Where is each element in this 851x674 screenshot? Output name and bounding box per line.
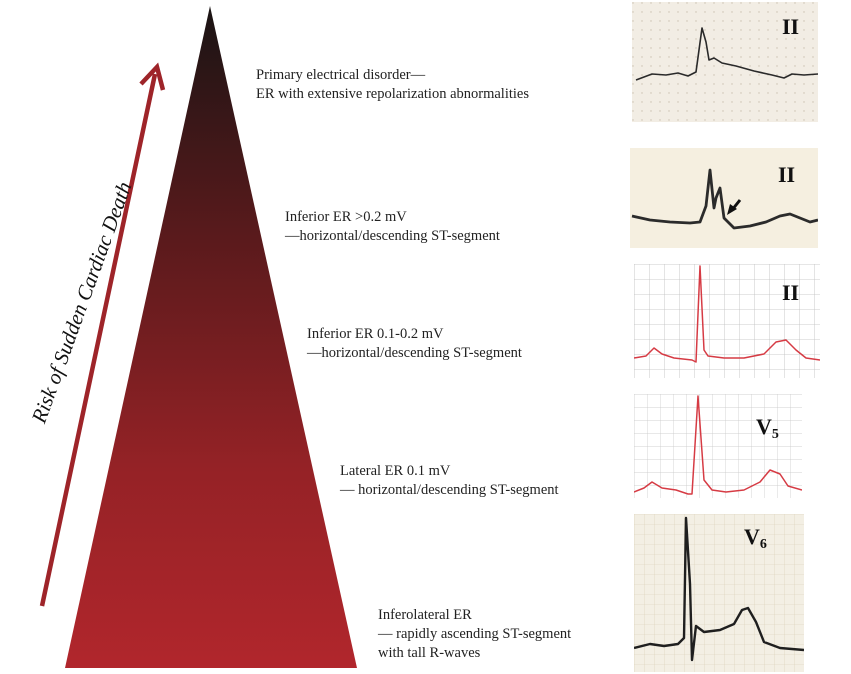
tier-label-4: Lateral ER 0.1 mV — horizontal/descendin… [340,462,559,500]
ecg-trace-5 [634,514,804,672]
ecg-trace-4 [634,394,802,498]
ecg-panel-2: II [630,148,818,248]
tier-label-2: Inferior ER >0.2 mV —horizontal/descendi… [285,208,500,246]
tier-3-title: Inferior ER 0.1-0.2 mV [307,326,444,342]
annotation-arrowhead [727,204,737,215]
ecg-trace-2 [631,168,818,230]
ecg-panel-4: V5 [634,394,802,498]
lead-label-3: II [782,280,800,305]
pyramid-shape [65,6,357,668]
lead-label-4: V5 [756,414,779,442]
risk-arrow [39,62,166,607]
ecg-panel-5: V6 [634,514,804,672]
tier-label-1: Primary electrical disorder— ER with ext… [256,66,529,104]
tier-1-title: Primary electrical disorder— [256,67,426,83]
tier-5-detail: — rapidly ascending ST-segment [378,626,572,642]
tier-1-detail: ER with extensive repolarization abnorma… [256,86,530,102]
tier-4-detail: — horizontal/descending ST-segment [340,482,559,498]
lead-label-5: V6 [744,524,767,552]
lead-label-2: II [778,162,796,187]
ecg-panel-3: II [634,264,820,378]
tier-label-5: Inferolateral ER — rapidly ascending ST-… [378,606,571,663]
tier-label-3: Inferior ER 0.1-0.2 mV —horizontal/desce… [307,325,522,363]
ecg-trace-1 [632,2,818,122]
tier-5-title: Inferolateral ER [378,607,472,623]
tier-2-detail: —horizontal/descending ST-segment [285,228,500,244]
tier-5-note: with tall R-waves [378,645,481,661]
ecg-trace-3 [634,264,820,378]
tier-4-title: Lateral ER 0.1 mV [340,463,451,479]
tier-3-detail: —horizontal/descending ST-segment [307,345,522,361]
tier-2-title: Inferior ER >0.2 mV [285,209,407,225]
lead-label-1: II [782,14,800,39]
ecg-panel-1: II [632,2,818,122]
